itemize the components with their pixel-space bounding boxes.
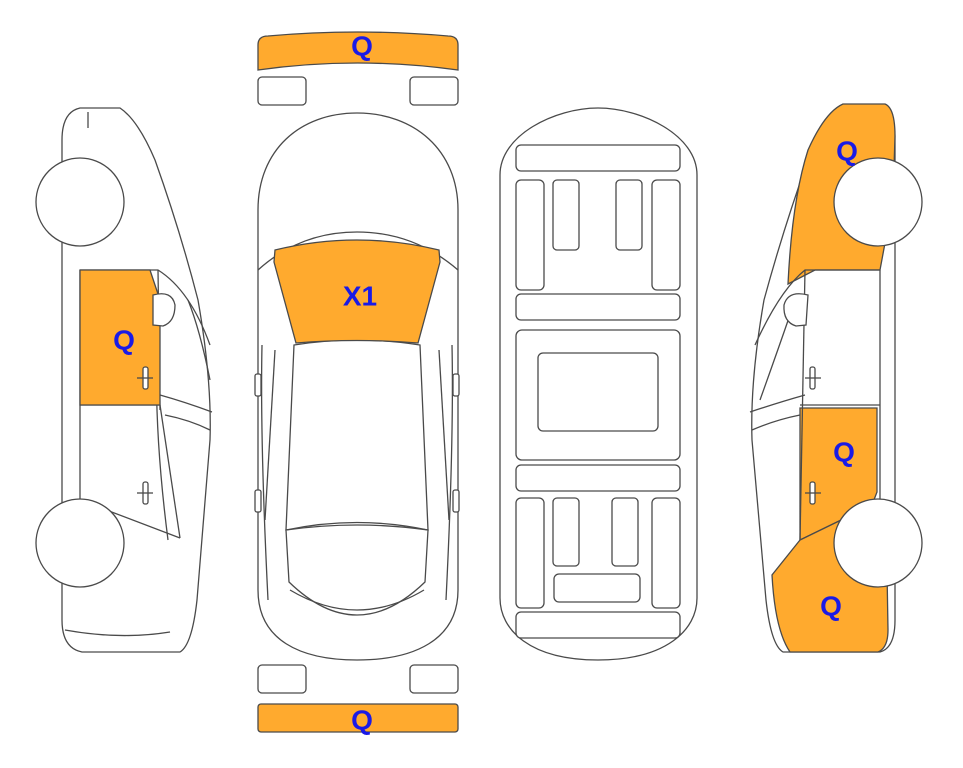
car-underbody-view [499, 107, 698, 661]
rear-right-light[interactable] [409, 664, 459, 694]
right-rear-quarter-damage-label: Q [820, 591, 842, 622]
windshield-damage-label: X1 [343, 281, 377, 312]
right-front-wheel[interactable] [833, 157, 923, 247]
right-front-door-damage-label: Q [833, 437, 855, 468]
rear-bumper[interactable] [257, 703, 459, 733]
rear-left-light[interactable] [257, 664, 307, 694]
car-right-side-view [749, 103, 923, 653]
windshield[interactable] [273, 239, 441, 344]
right-rear-wheel[interactable] [833, 498, 923, 588]
left-front-wheel[interactable] [35, 157, 125, 247]
car-left-side-view [35, 107, 213, 653]
right-front-fender-damage-label: Q [836, 136, 858, 167]
car-top-view [254, 112, 460, 661]
top-view-body[interactable] [257, 112, 459, 661]
left-rear-door-damage-label: Q [113, 325, 135, 356]
front-bumper[interactable] [257, 31, 459, 71]
front-bumper-damage-label: Q [351, 31, 373, 62]
rear-bumper-damage-label: Q [351, 705, 373, 736]
front-right-headlight[interactable] [409, 76, 459, 106]
front-left-headlight[interactable] [257, 76, 307, 106]
left-rear-door[interactable] [79, 269, 161, 406]
left-rear-wheel[interactable] [35, 498, 125, 588]
